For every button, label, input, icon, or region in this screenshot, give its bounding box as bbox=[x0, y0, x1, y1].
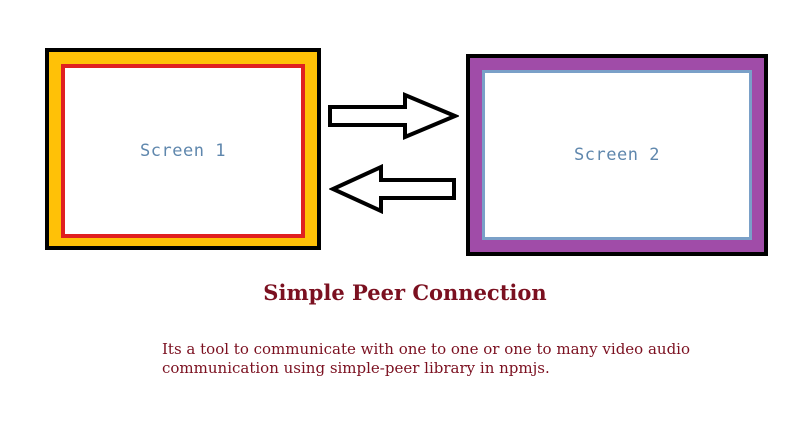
screen-2-frame: Screen 2 bbox=[466, 54, 768, 256]
arrow-right-icon bbox=[328, 92, 459, 140]
arrow-left-icon bbox=[329, 164, 456, 214]
screen-1-display: Screen 1 bbox=[61, 64, 305, 238]
diagram-title: Simple Peer Connection bbox=[263, 280, 547, 305]
screen-2-label: Screen 2 bbox=[574, 145, 660, 165]
diagram-description: Its a tool to communicate with one to on… bbox=[162, 340, 691, 377]
screen-1-label: Screen 1 bbox=[140, 141, 226, 161]
screen-2-display: Screen 2 bbox=[482, 70, 752, 240]
screen-1-frame: Screen 1 bbox=[45, 48, 321, 250]
